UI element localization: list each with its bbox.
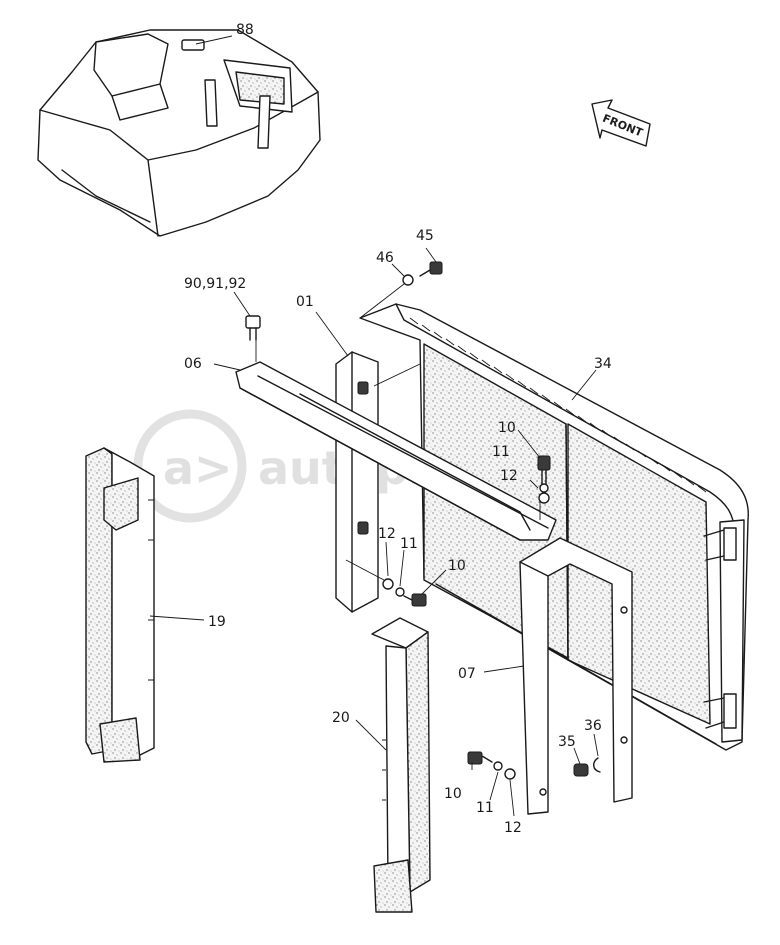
part-labels: 88 45 46 90,91,92 01 06 34 10 11 12 12 1… [184, 22, 612, 836]
bolt-45 [419, 261, 443, 277]
label-06: 06 [184, 356, 202, 372]
part-01-bracket [335, 351, 421, 613]
label-90-91-92: 90,91,92 [184, 276, 246, 292]
label-10-lower: 10 [444, 786, 462, 802]
part-88-cover [37, 29, 321, 237]
nut-35 [573, 763, 589, 777]
part-20-seal [355, 617, 431, 913]
part-07-u-bracket [483, 537, 633, 815]
radiator-vent-slots [409, 317, 707, 493]
label-12-upper: 12 [500, 468, 518, 484]
watermark-logo-text: a> [163, 441, 233, 495]
label-45: 45 [416, 228, 434, 244]
bolt-90-91-92 [245, 315, 261, 341]
bolt-group-lower [467, 751, 516, 780]
leader-lines [195, 35, 599, 817]
part-19-seal [85, 447, 205, 763]
pin-36 [593, 757, 601, 773]
label-07: 07 [458, 666, 476, 682]
label-10-left: 10 [448, 558, 466, 574]
bolt-group-upper [537, 455, 551, 504]
washer-46 [359, 274, 414, 319]
label-10-upper: 10 [498, 420, 516, 436]
label-11-lower: 11 [476, 800, 494, 816]
label-12-left: 12 [378, 526, 396, 542]
label-46: 46 [376, 250, 394, 266]
label-11-left: 11 [400, 536, 418, 552]
label-01: 01 [296, 294, 314, 310]
label-20: 20 [332, 710, 350, 726]
label-11-upper: 11 [492, 444, 510, 460]
label-19: 19 [208, 614, 226, 630]
label-34: 34 [594, 356, 612, 372]
front-arrow: FRONT [591, 99, 651, 147]
label-35: 35 [558, 734, 576, 750]
label-88: 88 [236, 22, 254, 38]
bolt-group-left [382, 578, 427, 607]
label-12-lower: 12 [504, 820, 522, 836]
label-36: 36 [584, 718, 602, 734]
part-06-channel [235, 330, 557, 541]
